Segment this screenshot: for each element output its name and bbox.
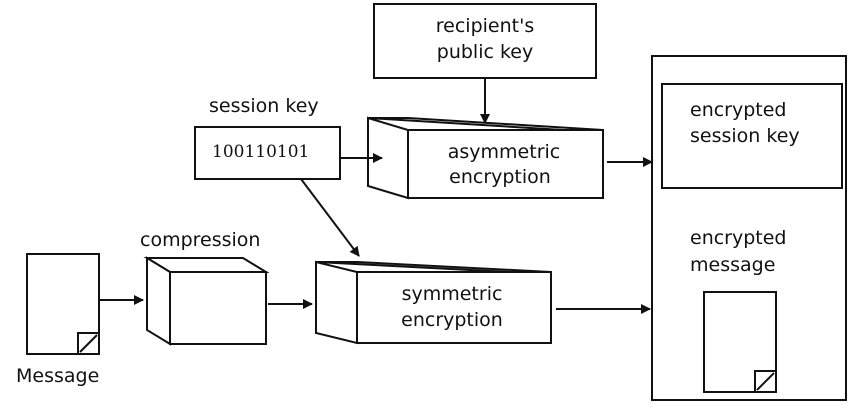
encrypted-message-line-1: encrypted <box>690 227 787 249</box>
encrypted-output-container: encrypted session key encrypted message <box>651 55 847 401</box>
session-key-box: 100110101 <box>194 126 341 180</box>
encrypted-session-key-line-1: encrypted <box>690 99 787 121</box>
asymmetric-encryption-line-1: asymmetric <box>448 141 560 163</box>
asymmetric-encryption-line-2: encryption <box>449 166 551 188</box>
encrypted-session-key-line-2: session key <box>690 125 800 147</box>
symmetric-encryption-line-2: encryption <box>401 309 503 331</box>
compression-label: compression <box>140 229 260 251</box>
message-document-icon <box>26 253 100 355</box>
encrypted-message-document-icon <box>703 291 777 393</box>
session-key-bits: 100110101 <box>212 142 309 162</box>
encrypted-message-line-2: message <box>690 254 775 276</box>
compression-box <box>143 256 270 346</box>
message-label: Message <box>16 365 99 387</box>
arrow-session-key-to-symmetric <box>300 178 360 257</box>
symmetric-encryption-line-1: symmetric <box>402 283 503 305</box>
recipient-public-key-line-2: public key <box>437 41 533 63</box>
symmetric-encryption-box: symmetric encryption <box>315 260 552 345</box>
session-key-label: session key <box>209 95 319 117</box>
recipient-public-key-box: recipient's public key <box>373 3 597 79</box>
recipient-public-key-line-1: recipient's <box>436 15 534 37</box>
asymmetric-encryption-box: asymmetric encryption <box>367 116 604 200</box>
